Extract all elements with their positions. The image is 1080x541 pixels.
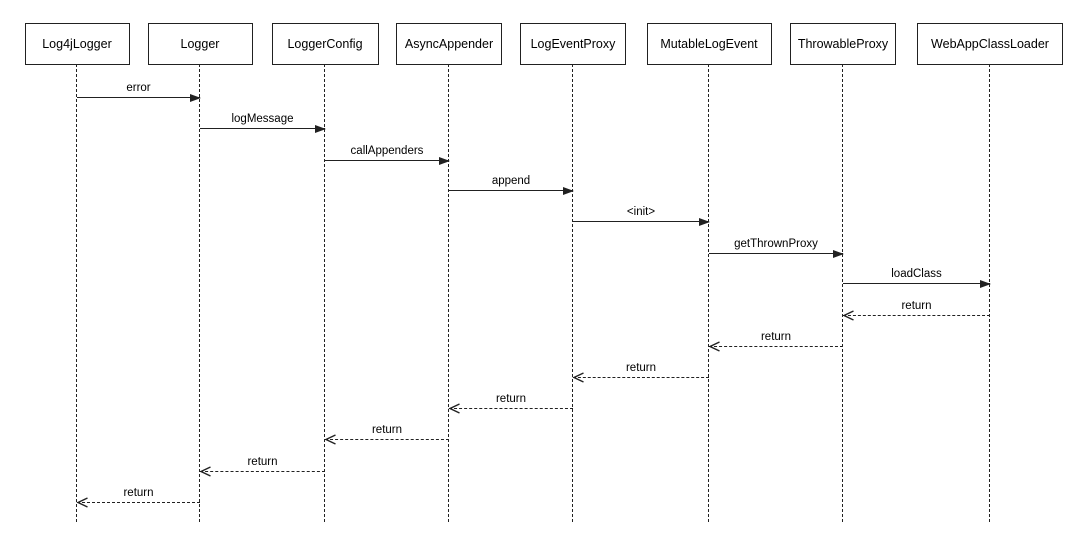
- lifeline-asyncappender: [448, 64, 450, 522]
- participant-label: LogEventProxy: [530, 37, 616, 51]
- message-return: return: [448, 389, 573, 414]
- message-label: loadClass: [891, 268, 942, 280]
- message-return: return: [324, 420, 449, 445]
- message-line-solid: [325, 160, 449, 161]
- message-line-solid: [449, 190, 573, 191]
- arrowhead-filled-icon: [699, 217, 710, 226]
- participant-label: WebAppClassLoader: [931, 37, 1049, 51]
- participant-log4jlogger: Log4jLogger: [24, 23, 130, 65]
- participant-asyncappender: AsyncAppender: [396, 23, 502, 65]
- participant-logeventproxy: LogEventProxy: [520, 23, 626, 65]
- arrowhead-open-icon: [708, 340, 720, 352]
- message-loadclass: loadClass: [843, 264, 991, 288]
- lifeline-webappclassloader: [989, 64, 991, 522]
- message-label: logMessage: [231, 113, 294, 125]
- arrowhead-open-icon: [76, 496, 88, 508]
- arrowhead-open-icon: [572, 371, 584, 383]
- message-label: return: [123, 487, 154, 499]
- participant-label: AsyncAppender: [404, 37, 494, 51]
- message-label: return: [495, 393, 527, 405]
- participant-label: Log4jLogger: [42, 37, 112, 51]
- message-label: return: [371, 424, 403, 436]
- arrowhead-filled-icon: [563, 186, 574, 195]
- message-line-dashed: [200, 471, 325, 472]
- message-line-dashed: [325, 439, 449, 440]
- arrowhead-open-icon: [199, 465, 211, 477]
- message-label: append: [491, 175, 531, 187]
- participant-label: LoggerConfig: [287, 37, 363, 51]
- message-line-solid: [77, 97, 200, 98]
- message-return: return: [708, 327, 843, 352]
- message-label: return: [901, 300, 932, 312]
- message-label: <init>: [626, 206, 656, 218]
- arrowhead-filled-icon: [439, 156, 450, 165]
- message-append: append: [449, 171, 574, 195]
- arrowhead-filled-icon: [833, 249, 844, 258]
- message-init: <init>: [573, 202, 710, 226]
- message-line-dashed: [449, 408, 573, 409]
- participant-mutablelogevent: MutableLogEvent: [646, 23, 772, 65]
- lifeline-logeventproxy: [572, 64, 574, 522]
- arrowhead-filled-icon: [315, 124, 326, 133]
- message-line-solid: [200, 128, 325, 129]
- arrowhead-filled-icon: [190, 93, 201, 102]
- message-label: callAppenders: [350, 145, 424, 157]
- participant-webappclassloader: WebAppClassLoader: [917, 23, 1063, 65]
- arrowhead-open-icon: [324, 433, 336, 445]
- lifeline-logger: [199, 64, 201, 522]
- message-return: return: [842, 296, 990, 321]
- message-line-solid: [843, 283, 990, 284]
- message-label: error: [126, 82, 151, 94]
- participant-loggerconfig: LoggerConfig: [271, 23, 379, 65]
- participant-throwableproxy: ThrowableProxy: [790, 23, 896, 65]
- message-error: error: [77, 78, 201, 102]
- participant-label: ThrowableProxy: [797, 37, 889, 51]
- message-logmessage: logMessage: [200, 109, 326, 133]
- message-getthrownproxy: getThrownProxy: [709, 234, 844, 258]
- message-line-dashed: [77, 502, 200, 503]
- participant-label: MutableLogEvent: [660, 37, 758, 51]
- message-label: getThrownProxy: [734, 238, 818, 250]
- message-line-solid: [573, 221, 709, 222]
- message-line-solid: [709, 253, 843, 254]
- message-label: return: [760, 331, 792, 343]
- message-line-dashed: [709, 346, 843, 347]
- message-return: return: [76, 483, 200, 508]
- message-line-dashed: [843, 315, 990, 316]
- participant-label: Logger: [180, 37, 220, 51]
- lifeline-log4jlogger: [76, 64, 78, 522]
- arrowhead-open-icon: [448, 402, 460, 414]
- message-label: return: [625, 362, 657, 374]
- lifeline-loggerconfig: [324, 64, 326, 522]
- message-label: return: [247, 456, 278, 468]
- lifeline-mutablelogevent: [708, 64, 710, 522]
- message-return: return: [199, 452, 325, 477]
- participant-logger: Logger: [147, 23, 253, 65]
- message-callappenders: callAppenders: [325, 141, 450, 165]
- lifeline-throwableproxy: [842, 64, 844, 522]
- arrowhead-filled-icon: [980, 279, 991, 288]
- arrowhead-open-icon: [842, 309, 854, 321]
- message-line-dashed: [573, 377, 709, 378]
- message-return: return: [572, 358, 709, 383]
